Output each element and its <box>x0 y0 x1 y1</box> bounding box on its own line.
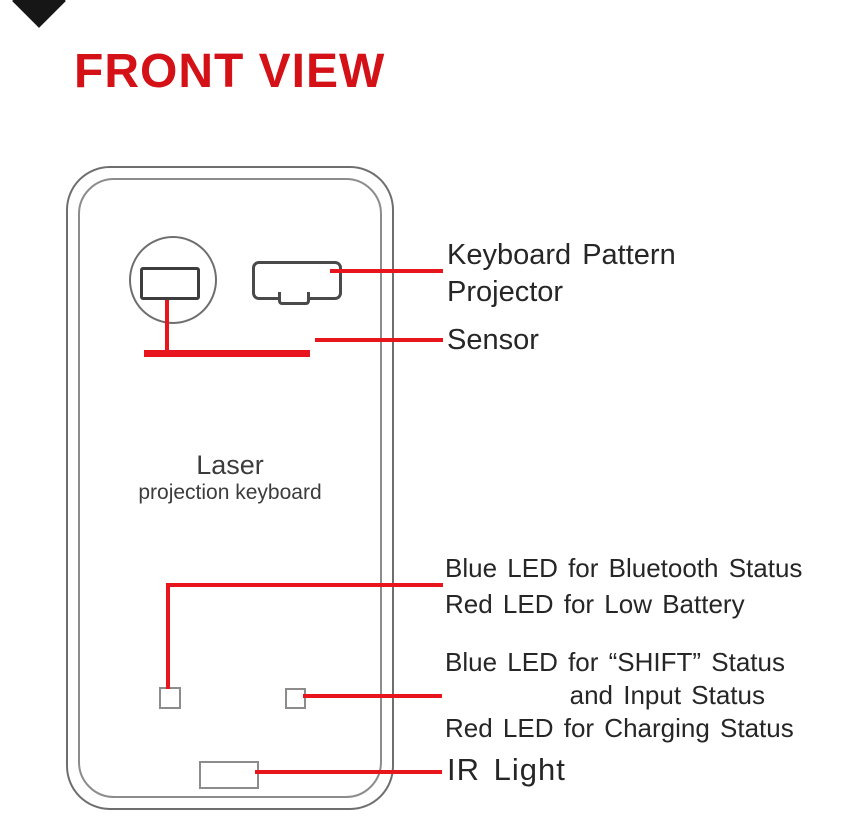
projector-window-notch <box>278 292 310 305</box>
label-projector-line1: Keyboard Pattern <box>447 239 676 271</box>
led-window-left <box>159 687 181 709</box>
device-label-line1: Laser <box>196 450 264 480</box>
label-projector-line2: Projector <box>447 276 564 308</box>
page-title: FRONT VIEW <box>74 45 386 98</box>
sensor-lens-circle <box>129 236 217 324</box>
device-label: Laser projection keyboard <box>118 450 342 506</box>
ir-light-window <box>199 761 259 789</box>
projector-callout-line <box>330 269 443 273</box>
label-keyboard-pattern-projector: Keyboard Pattern Projector <box>447 237 676 311</box>
device-outline-outer <box>66 166 394 810</box>
sensor-callout-vertical-line <box>165 296 169 352</box>
led-window-right <box>285 688 306 709</box>
label-sensor: Sensor <box>447 324 539 356</box>
laser-beam-bar <box>144 350 310 357</box>
label-low-battery: Red LED for Low Battery <box>445 589 745 619</box>
status-callout-line-vertical <box>166 583 170 689</box>
label-shift-status: Blue LED for “SHIFT” Status <box>445 647 785 677</box>
sensor-callout-line <box>315 338 443 342</box>
device-label-line2: projection keyboard <box>138 481 322 504</box>
corner-mark-decoration <box>12 0 66 28</box>
device-outline-inner <box>78 178 382 798</box>
label-charging-status: Red LED for Charging Status <box>445 713 794 743</box>
sensor-aperture-rect <box>140 267 200 300</box>
status-callout-line-horizontal <box>166 583 443 587</box>
label-ir-light: IR Light <box>447 752 566 787</box>
label-input-status: and Input Status <box>569 680 765 710</box>
label-bluetooth-status: Blue LED for Bluetooth Status <box>445 553 803 583</box>
shift-status-callout-line <box>303 694 442 698</box>
ir-light-callout-line <box>255 770 442 774</box>
